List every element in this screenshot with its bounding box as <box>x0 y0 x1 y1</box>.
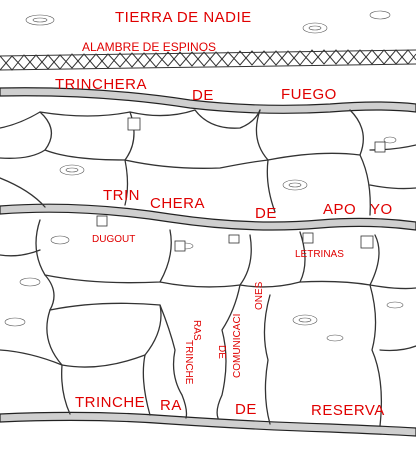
barbed-wire <box>0 49 416 71</box>
label-support-3: DE <box>255 205 277 222</box>
label-reserve-2: RA <box>160 397 182 414</box>
fire-trench <box>0 87 416 114</box>
label-reserve-3: DE <box>235 401 257 418</box>
label-dugout: DUGOUT <box>92 234 135 245</box>
label-support-2: CHERA <box>150 195 205 212</box>
label-comm-trinche: TRINCHE <box>183 340 194 385</box>
support-trench <box>0 203 416 231</box>
dugout-markers <box>96 117 386 252</box>
label-fire-2: DE <box>192 87 214 104</box>
label-no-mans-land: TIERRA DE NADIE <box>115 9 252 26</box>
labels: TIERRA DE NADIE ALAMBRE DE ESPINOS TRINC… <box>55 9 393 419</box>
label-support-1: TRIN <box>103 187 140 204</box>
reserve-trench <box>0 411 416 437</box>
label-comm-comunicaci: COMUNICACI <box>232 314 243 378</box>
communication-paths <box>0 109 416 427</box>
label-comm-ones: ONES <box>254 281 265 310</box>
label-support-4: APO <box>323 201 356 218</box>
label-reserve-1: TRINCHE <box>75 394 145 411</box>
label-barbed-wire: ALAMBRE DE ESPINOS <box>82 40 216 54</box>
label-comm-de: DE <box>216 345 227 359</box>
label-comm-ras: RAS <box>191 320 202 341</box>
label-fire-1: TRINCHERA <box>55 76 147 93</box>
label-latrines: LETRINAS <box>295 249 344 260</box>
label-fire-3: FUEGO <box>281 86 337 103</box>
label-reserve-4: RESERVA <box>311 402 385 419</box>
label-support-5: YO <box>370 201 393 218</box>
